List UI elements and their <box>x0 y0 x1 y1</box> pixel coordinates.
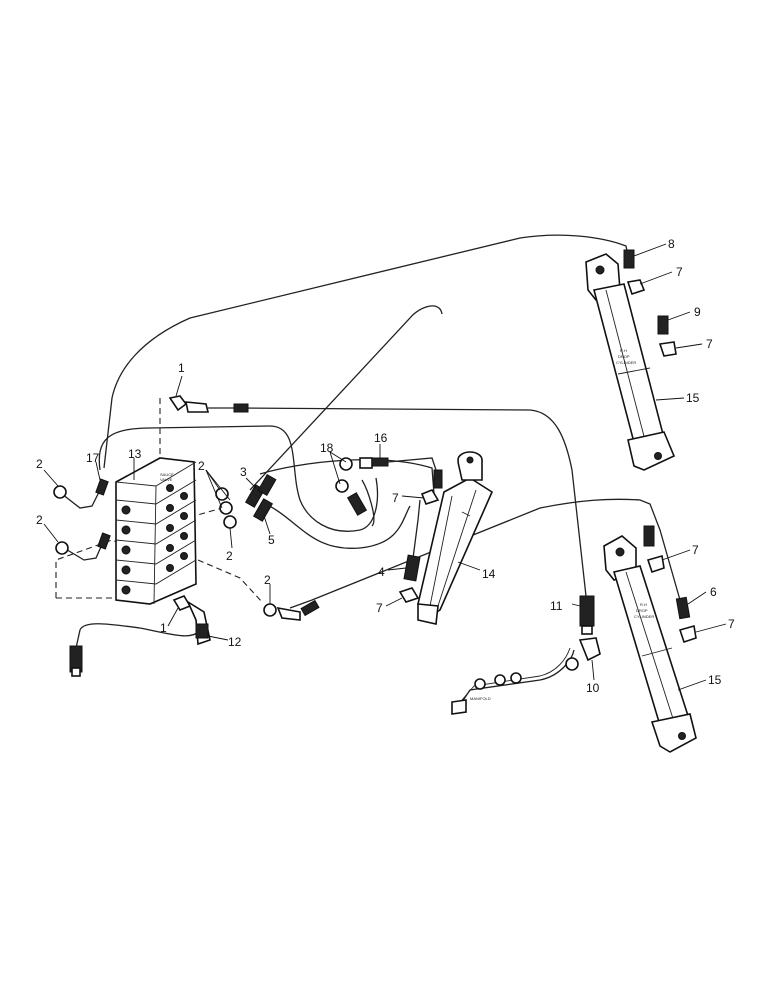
fitting-7-lower-a <box>646 554 665 574</box>
callout-12: 12 <box>228 635 242 649</box>
fitting-7-lower-b <box>678 624 697 644</box>
fitting-7-lower <box>398 587 420 603</box>
hose-12 <box>75 619 201 649</box>
fitting-7-upper <box>420 489 440 505</box>
fitting-cluster-2 <box>215 474 277 529</box>
fitting-8 <box>623 249 635 269</box>
fitting-11-10 <box>565 595 601 671</box>
callout-16: 16 <box>374 431 388 445</box>
callout-5: 5 <box>268 533 275 547</box>
callout-15-bottom: 15 <box>708 673 722 687</box>
fitting-12-end <box>69 645 83 677</box>
drop-cylinder-top: R.H DROP CYLINDER <box>585 249 677 471</box>
fitting-2-c <box>97 532 111 550</box>
leader-lines <box>43 243 727 691</box>
callout-7-f: 7 <box>728 617 735 631</box>
callout-8: 8 <box>668 237 675 251</box>
callout-10: 10 <box>586 681 600 695</box>
hose-fitting1-to-11 <box>239 407 587 597</box>
callout-7-c: 7 <box>392 491 399 505</box>
fitting-4 <box>403 554 421 582</box>
callout-18: 18 <box>320 441 334 455</box>
callout-3: 3 <box>240 465 247 479</box>
callout-4: 4 <box>378 565 385 579</box>
callout-2-cluster-lower: 2 <box>226 549 233 563</box>
callout-2-cluster: 2 <box>198 459 205 473</box>
cyl-bottom-label1: R.H <box>640 602 647 607</box>
callout-1-top: 1 <box>178 361 185 375</box>
callout-7-b: 7 <box>706 337 713 351</box>
dash-4 <box>197 559 263 603</box>
hose-manifold <box>457 649 575 709</box>
dash-5 <box>179 507 223 521</box>
fitting-6 <box>675 596 691 620</box>
fitting-2-lower <box>263 599 320 621</box>
callout-7-d: 7 <box>376 601 383 615</box>
hose-2-lower <box>63 539 105 561</box>
fitting-9 <box>657 315 669 335</box>
fitting-17 <box>95 478 109 496</box>
valve-label-line1: SAUCE <box>160 472 174 477</box>
callout-2-lower: 2 <box>264 573 271 587</box>
manifold-label: MANIFOLD <box>470 696 491 701</box>
hose-5-curve <box>261 501 411 549</box>
hose-17 <box>61 485 103 509</box>
valve-label-line2: VALVE <box>160 477 173 482</box>
cylinder-14 <box>417 451 494 625</box>
cyl-bottom-label2: DROP <box>636 608 648 613</box>
manifold-fittings <box>451 672 522 715</box>
fitting-7-top-a <box>626 279 646 296</box>
hose-diagonal-upper <box>249 305 443 491</box>
drop-cylinder-bottom: R.H DROP CYLINDER <box>603 525 697 753</box>
callout-6: 6 <box>710 585 717 599</box>
callout-7-e: 7 <box>692 543 699 557</box>
callout-numbers: 1 1 2 2 2 2 2 3 4 5 6 7 7 7 7 7 7 8 9 10… <box>36 237 735 695</box>
fitting-1-bottom <box>172 595 211 646</box>
cyl-bottom-label3: CYLINDER <box>634 614 654 619</box>
hose-loop-upper <box>98 425 379 532</box>
callout-13: 13 <box>128 447 142 461</box>
fitting-1-top <box>168 395 249 413</box>
callout-11: 11 <box>550 599 563 613</box>
callout-2-left-top: 2 <box>36 457 43 471</box>
cyl-top-label2: DROP <box>618 354 630 359</box>
hose-top-long <box>103 234 629 469</box>
fittings <box>53 395 601 715</box>
hose-manifold-inner <box>461 647 571 701</box>
fitting-18-16 <box>335 457 443 527</box>
cyl-top-label1: R.H <box>620 348 627 353</box>
fitting-lower-top <box>643 525 655 547</box>
callout-7-a: 7 <box>676 265 683 279</box>
callout-9: 9 <box>694 305 701 319</box>
fitting-2-b <box>55 541 69 555</box>
callout-14: 14 <box>482 567 496 581</box>
fitting-2-a <box>53 485 67 499</box>
callout-15-top: 15 <box>686 391 700 405</box>
callout-2-left-bottom: 2 <box>36 513 43 527</box>
hose-4 <box>411 499 421 567</box>
hose-to-6 <box>289 498 681 609</box>
fitting-7-top-b <box>658 341 677 357</box>
callout-1-bottom: 1 <box>160 621 167 635</box>
cyl-top-label3: CYLINDER <box>616 360 636 365</box>
callout-17: 17 <box>86 451 100 465</box>
control-valve-13: SAUCE VALVE <box>115 457 197 605</box>
